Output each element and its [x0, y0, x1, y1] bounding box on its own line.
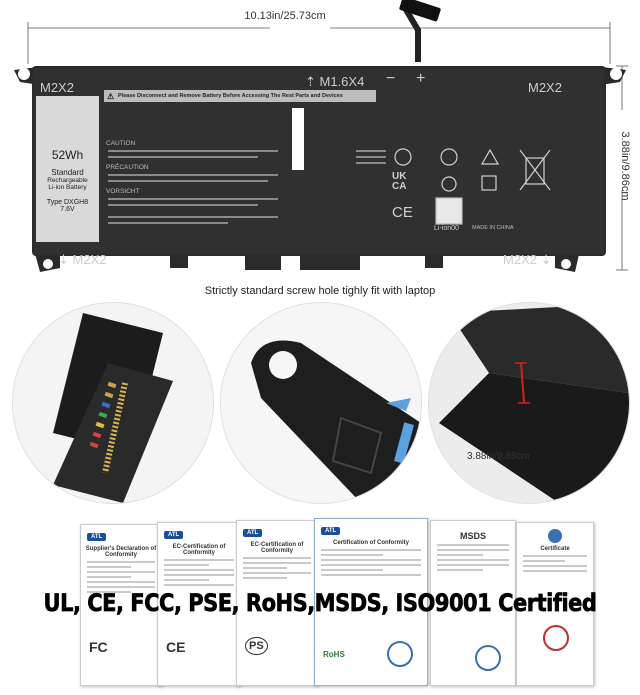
warning-text: Please Disconnect and Remove Battery Bef… — [118, 93, 343, 99]
dimension-lines — [27, 22, 628, 271]
cert-doc-6: Certificate — [516, 522, 594, 686]
atl-logo: ATL — [87, 533, 107, 541]
caution-title: CAUTION — [106, 140, 136, 147]
cert-doc-2-title: EC-Certification of Conformity — [172, 544, 226, 556]
screw-label-bottom-right: M2X2 ⇣ — [503, 252, 552, 267]
cert-doc-5-title: MSDS — [459, 531, 486, 541]
pse-mark: PS — [245, 637, 268, 655]
cert-doc-5: MSDS — [430, 520, 516, 686]
length-label: 10.13in/25.73cm — [244, 10, 326, 22]
fit-caption: Strictly standard screw hole tighly fit … — [204, 285, 436, 297]
rohs-mark: RoHS — [323, 650, 345, 659]
battery-image — [14, 0, 626, 272]
cert-doc-4-title: Certification of Conformity — [333, 540, 409, 546]
cert-doc-4: ATL Certification of Conformity RoHS — [314, 518, 428, 686]
screw-label-bottom-left: ⇣ M2X2 — [58, 252, 107, 267]
fcc-mark: FC — [89, 639, 108, 655]
screw-label-bottom-left-text: M2X2 — [72, 252, 107, 267]
connector-detail — [12, 302, 214, 504]
type-line-3: Li-ion Battery — [48, 184, 87, 191]
cert-doc-6-badge — [548, 529, 562, 543]
screw-hole-detail — [220, 302, 422, 504]
cert-doc-3: ATL EC-Certification of Conformity PS — [236, 520, 318, 686]
cert-doc-3-title: EC-Certification of Conformity — [250, 542, 304, 554]
ukca-mark: UK CA — [392, 172, 406, 192]
atl-logo: ATL — [164, 531, 184, 539]
atl-logo: ATL — [321, 527, 341, 535]
model-number: Type DXGH8 — [46, 199, 89, 206]
made-in-label: MADE IN CHINA — [472, 225, 514, 231]
ce-cert-mark: CE — [166, 639, 186, 655]
ukca-mark-ca: CA — [392, 181, 407, 192]
screw-label-top-center: ⇡ M1.6X4 — [305, 74, 365, 89]
cert-doc-6-title: Certificate — [540, 546, 570, 552]
thickness-label: 3.88in/9.86cm — [467, 451, 530, 462]
polarity-minus: − — [386, 70, 396, 87]
screw-label-top-right: M2X2 — [528, 80, 562, 95]
warning-banner: ⚠ Please Disconnect and Remove Battery B… — [104, 90, 376, 102]
screw-label-bottom-right-text: M2X2 — [503, 252, 537, 267]
seal-icon — [387, 641, 413, 667]
atl-logo: ATL — [243, 529, 263, 537]
cert-doc-1-title: Supplier's Declaration of Conformity — [85, 546, 157, 558]
warning-icon: ⚠ — [107, 92, 115, 101]
vorsicht-title: VORSICHT — [106, 188, 140, 195]
precaution-title: PRÉCAUTION — [106, 164, 149, 171]
voltage: 7.6V — [60, 206, 75, 213]
cert-doc-2: ATL EC-Certification of Conformity CE — [157, 522, 241, 686]
li-ion-mark: Li-ion00 — [434, 225, 459, 232]
thickness-detail — [428, 302, 630, 504]
battery-spec-panel: 52Wh Standard Rechargeable Li-ion Batter… — [36, 148, 99, 213]
stamp-icon — [475, 645, 501, 671]
type-line-2: Rechargeable — [47, 177, 88, 184]
ce-mark: CE — [392, 204, 413, 221]
length-dimension: 10.13in/25.73cm — [0, 10, 570, 22]
screw-label-top-center-text: M1.6X4 — [319, 74, 365, 89]
certification-headline: UL, CE, FCC, PSE, RoHS,MSDS, ISO9001 Cer… — [43, 589, 597, 617]
screw-label-top-left: M2X2 — [40, 80, 74, 95]
type-line-1: Standard — [51, 168, 84, 177]
cert-doc-1: ATL Supplier's Declaration of Conformity… — [80, 524, 162, 686]
red-seal-icon — [543, 625, 569, 651]
ukca-mark-uk: UK — [392, 171, 407, 182]
polarity-plus: + — [416, 70, 426, 87]
capacity: 52Wh — [51, 148, 84, 162]
